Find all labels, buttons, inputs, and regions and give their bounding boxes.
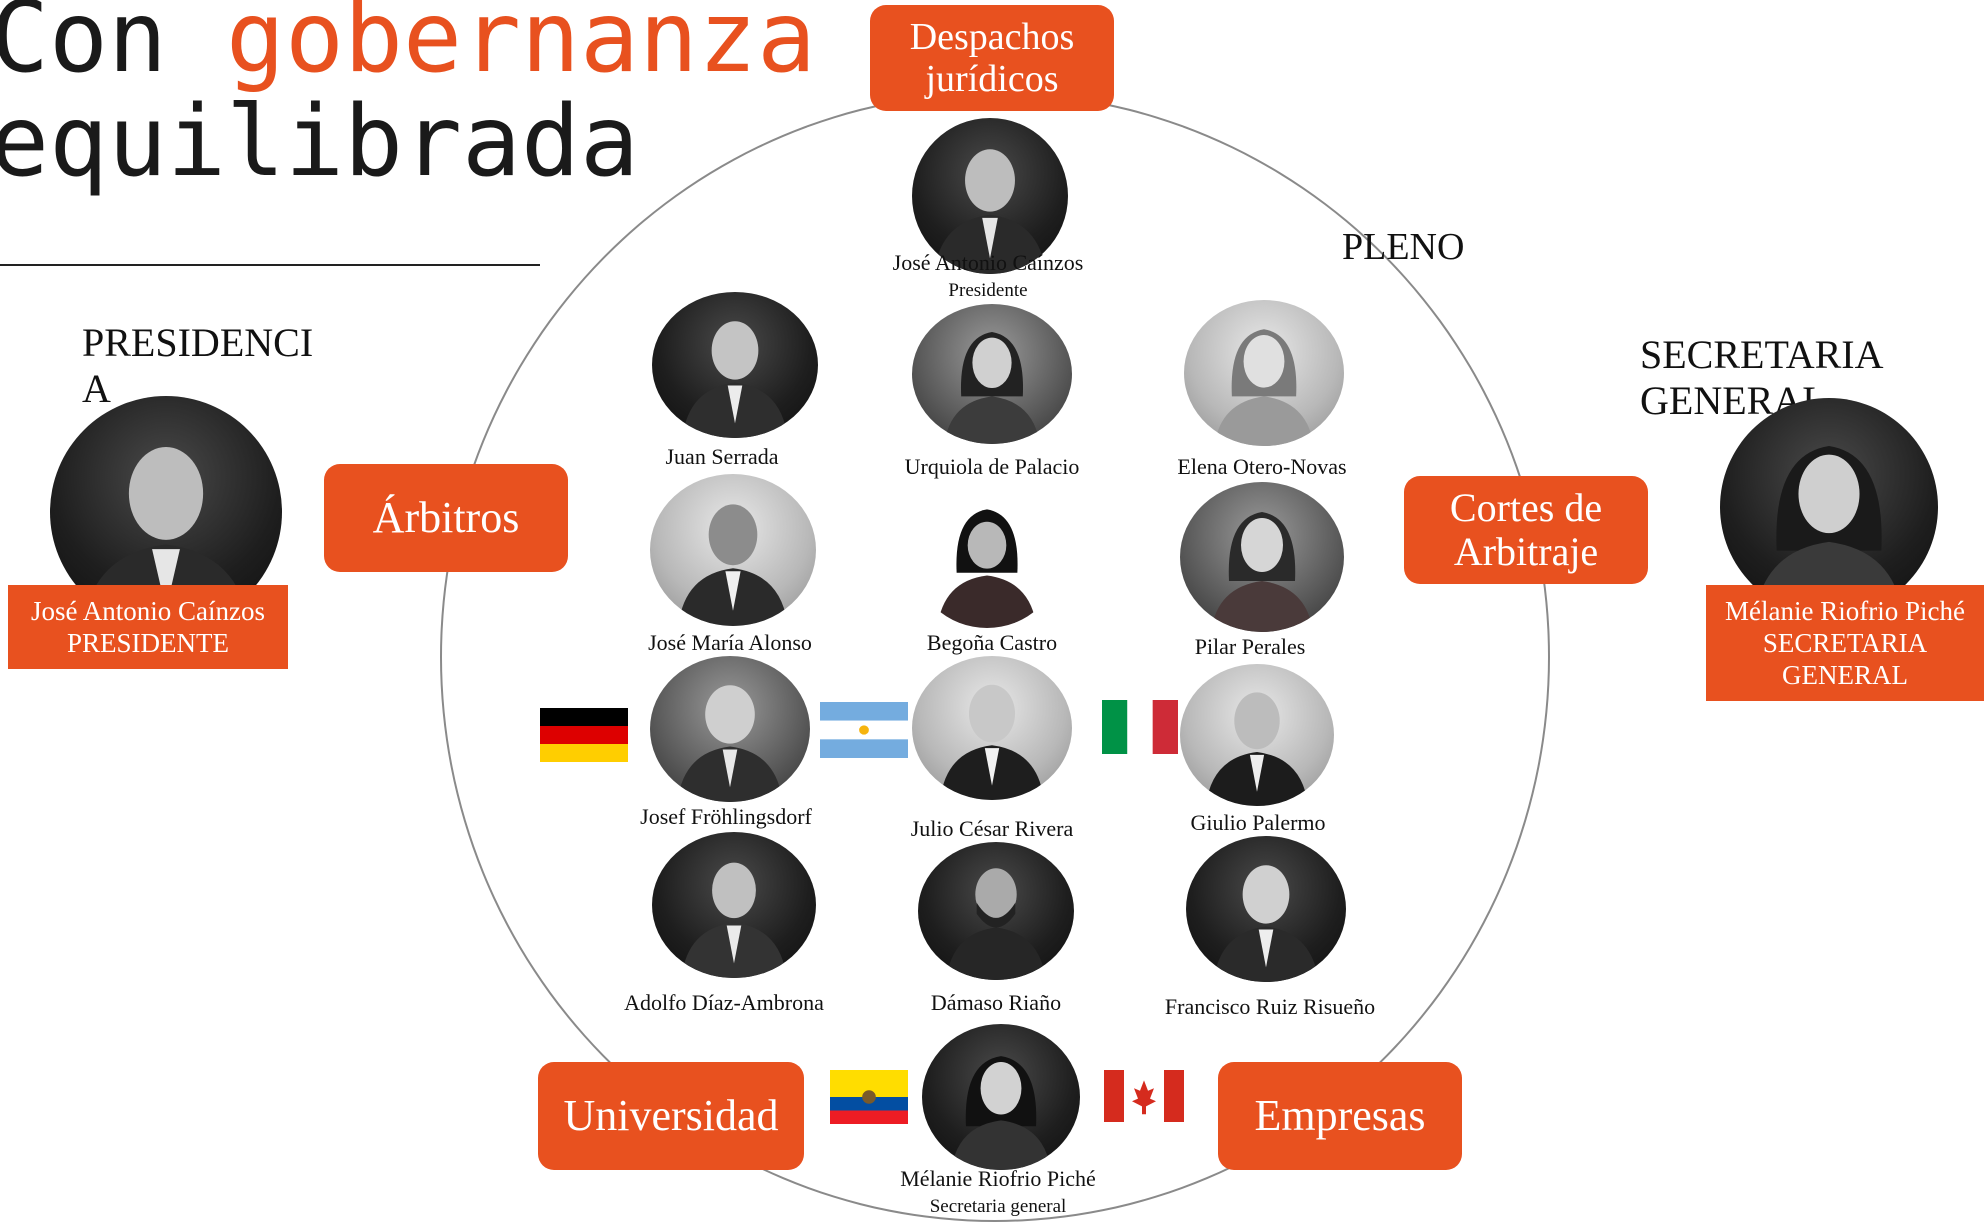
member-role-riofrio: Secretaria general [929,1196,1067,1217]
member-photo-castro [914,490,1060,628]
member-photo-rivera [912,656,1072,800]
cortes-line2: Arbitraje [1453,529,1599,574]
member-photo-diaz [652,832,816,978]
member-name-ruiz: Francisco Ruiz Risueño [1164,994,1376,1019]
member-name-riofrio: Mélanie Riofrio Piché [900,1166,1096,1191]
secretaria-name-box: Mélanie Riofrio Piché SECRETARIA GENERAL [1706,585,1984,701]
title-prefix: Con [0,0,227,95]
member-name-frohlingsdorf: Josef Fröhlingsdorf [640,804,812,829]
secretaria-name: Mélanie Riofrio Piché [1725,596,1965,626]
title-accent: gobernanza [226,0,817,95]
sector-empresas: Empresas [1218,1062,1462,1170]
member-name-urquiola: Urquiola de Palacio [904,454,1080,479]
member-photo-palermo [1180,664,1334,806]
sector-universidad: Universidad [538,1062,804,1170]
member-name-riano: Dámaso Riaño [930,990,1062,1015]
member-photo-urquiola [912,304,1072,444]
member-name-cainzos: José Antonio Caínzos [892,250,1084,275]
cortes-line1: Cortes de [1449,485,1603,530]
presidente-name: José Antonio Caínzos [31,596,265,626]
pleno-label: PLENO [1342,226,1465,268]
member-name-alonso: José María Alonso [648,630,812,655]
despachos-line2: jurídicos [925,58,1059,100]
presidencia-heading-line2: A [82,366,111,411]
argentina-flag-icon [820,702,908,758]
member-name-serrada: Juan Serrada [665,444,779,469]
italy-flag-icon [1102,700,1178,754]
member-role-cainzos: Presidente [948,280,1028,301]
title-line2: equilibrada [0,85,640,199]
secretaria-heading-line1: SECRETARIA [1640,332,1884,377]
ecuador-flag-icon [830,1070,908,1124]
member-name-diaz: Adolfo Díaz-Ambrona [624,990,824,1015]
presidencia-heading-line1: PRESIDENCI [82,320,314,365]
member-photo-cainzos [912,118,1068,274]
presidente-name-box: José Antonio Caínzos PRESIDENTE [8,585,288,669]
member-name-perales: Pilar Perales [1194,634,1306,659]
member-photo-riano [918,842,1074,980]
member-photo-perales [1180,482,1344,632]
title-divider [0,264,540,266]
secretaria-role-line1: SECRETARIA [1762,628,1928,658]
member-name-palermo: Giulio Palermo [1190,810,1326,835]
despachos-line1: Despachos [909,16,1075,58]
secretaria-photo [1720,398,1938,616]
member-photo-serrada [652,292,818,438]
member-photo-riofrio [922,1024,1080,1170]
member-photo-ruiz [1186,836,1346,982]
presidente-role: PRESIDENTE [67,628,229,658]
germany-flag-icon [540,708,628,762]
sector-arbitros: Árbitros [324,464,568,572]
member-photo-alonso [650,474,816,626]
secretaria-role-line2: GENERAL [1782,660,1908,690]
member-photo-otero [1184,300,1344,446]
member-name-rivera: Julio César Rivera [910,816,1074,841]
canada-flag-icon [1104,1070,1184,1122]
member-name-otero: Elena Otero-Novas [1177,454,1347,479]
member-photo-frohlingsdorf [650,656,810,802]
member-name-castro: Begoña Castro [926,630,1058,655]
